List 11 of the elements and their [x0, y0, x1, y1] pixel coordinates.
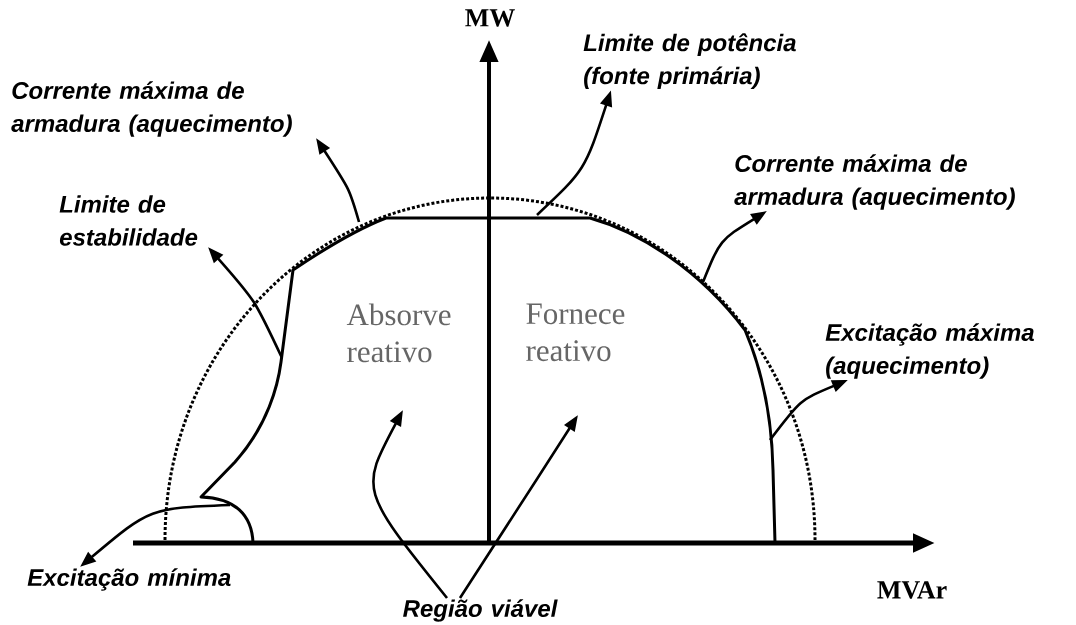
- axis-label: MW: [465, 9, 515, 27]
- region-label: Absorve reativo: [346, 303, 451, 363]
- axis-label: MVAr: [877, 581, 947, 599]
- region-label: Fornece reativo: [526, 303, 625, 362]
- callout-text: Limite de potência (fonte primária): [583, 33, 796, 90]
- callout-text: Limite de estabilidade: [59, 195, 198, 246]
- callout-text: Corrente máxima de armadura (aquecimento): [11, 81, 292, 137]
- callout-text: Corrente máxima de armadura (aquecimento): [734, 154, 1015, 210]
- callout-text: Excitação máxima (aquecimento): [825, 323, 1034, 379]
- callout-text: Região viável: [403, 599, 558, 622]
- callout-text: Excitação mínima: [27, 568, 231, 591]
